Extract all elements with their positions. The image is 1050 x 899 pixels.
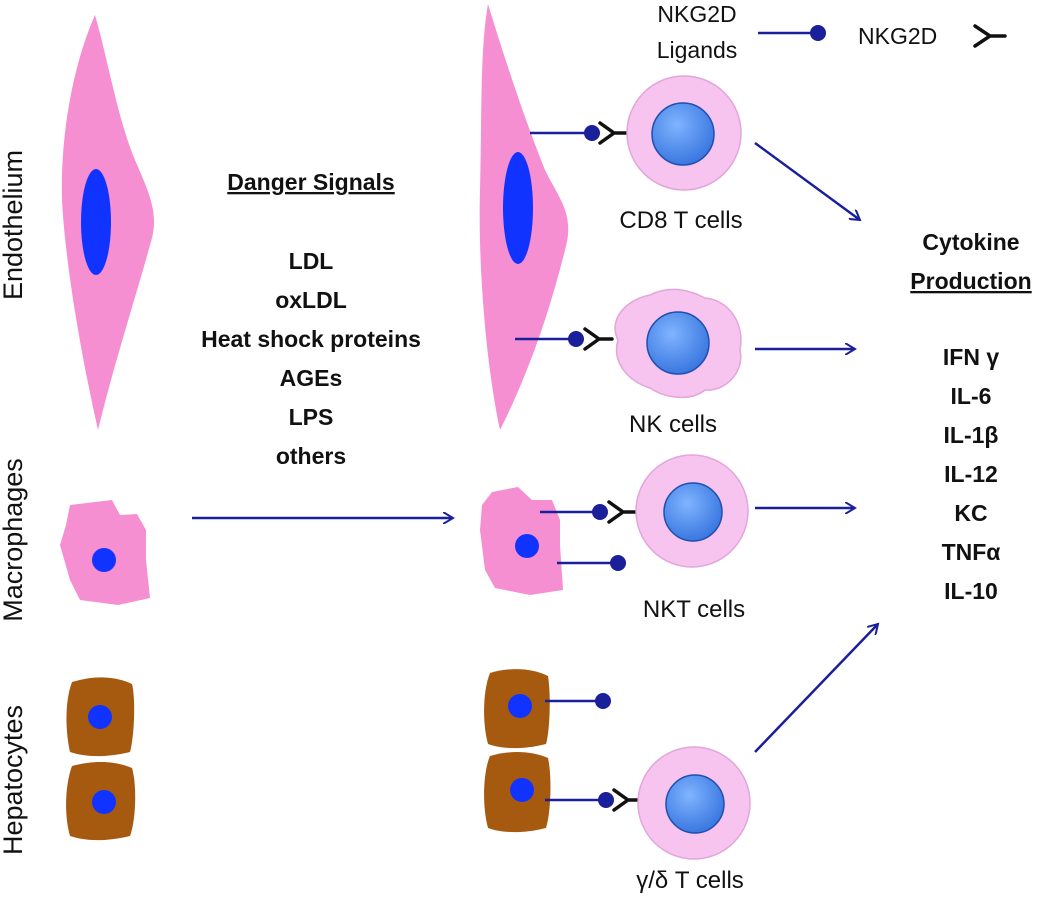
danger-signal-item: others (276, 443, 346, 469)
cd8-t-cell (626, 75, 742, 191)
ligand-icon (568, 331, 584, 347)
nucleus-icon (503, 152, 533, 264)
cytokine-title-line2: Production (910, 268, 1031, 294)
endothelial-cell-left (61, 15, 155, 430)
side-label-macrophages: Macrophages (0, 458, 28, 622)
label-nk-cells: NK cells (629, 411, 717, 438)
receptor-icon (607, 500, 638, 524)
cytokine-item: IL-12 (944, 461, 998, 487)
ligand-icon (598, 792, 614, 808)
legend-ligands-label-line2: Ligands (657, 37, 738, 63)
side-label-endothelium: Endothelium (0, 150, 28, 300)
danger-signal-item: Heat shock proteins (201, 326, 421, 352)
cytokine-item: IL-6 (951, 383, 992, 409)
danger-signal-item: LPS (289, 404, 334, 430)
nucleus-icon (88, 705, 112, 729)
label-cd8-t-cells: CD8 T cells (619, 207, 742, 234)
legend-ligands-label-line1: NKG2D (657, 1, 736, 27)
legend-receptor-icon (973, 24, 1007, 48)
cytokine-title-line1: Cytokine (922, 229, 1019, 255)
ligand-icon (584, 125, 600, 141)
cytokine-item: TNFα (942, 539, 1001, 565)
macrophage-cell-right (480, 487, 563, 595)
macrophage-cell-left (60, 500, 150, 605)
danger-signals-title: Danger Signals (227, 169, 394, 195)
cytokine-item: KC (954, 500, 987, 526)
nk-cell (614, 288, 742, 399)
hepatocyte-pair-right (484, 669, 551, 833)
cytokine-item: IL-1β (944, 422, 999, 448)
ligand-icon (592, 504, 608, 520)
danger-signal-item: AGEs (280, 365, 343, 391)
receptor-icon (612, 788, 643, 812)
receptor-icon (583, 327, 614, 351)
gamma-delta-t-cell (637, 746, 751, 860)
cytokine-item: IL-10 (944, 578, 998, 604)
legend-ligand-icon (810, 25, 826, 41)
label-gamma-delta-t-cells: γ/δ T cells (636, 867, 744, 894)
nucleus-icon (515, 534, 539, 558)
nkg2d-ligands (515, 125, 626, 808)
receptor-icon (598, 121, 628, 145)
legend-receptor-label: NKG2D (858, 23, 937, 49)
nucleus-icon (510, 778, 534, 802)
endothelial-cell-right (479, 4, 569, 430)
side-label-hepatocytes: Hepatocytes (0, 705, 28, 855)
arrow-cd8-to-cytokine (754, 141, 860, 220)
arrow-gd-to-cytokine (754, 624, 878, 753)
nucleus-icon (92, 548, 116, 572)
nkt-cell (635, 454, 749, 568)
ligand-icon (595, 693, 611, 709)
nucleus-icon (92, 790, 116, 814)
hepatocyte-pair-left (66, 677, 136, 841)
label-nkt-cells: NKT cells (643, 596, 745, 623)
nucleus-icon (81, 169, 111, 275)
ligand-icon (610, 555, 626, 571)
cytokine-item: IFN γ (943, 344, 999, 370)
danger-signal-item: LDL (289, 248, 334, 274)
nucleus-icon (508, 694, 532, 718)
danger-signal-item: oxLDL (275, 287, 347, 313)
